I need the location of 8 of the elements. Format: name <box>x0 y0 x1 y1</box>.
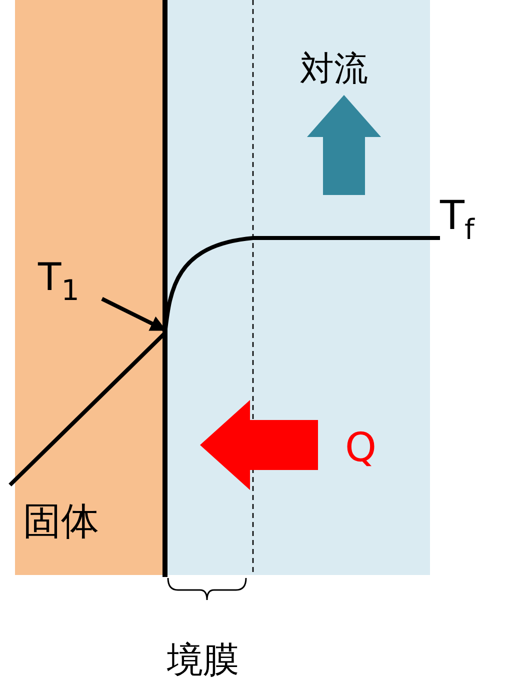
boundary-film-label: 境膜 <box>167 643 239 679</box>
solid-region <box>15 0 165 575</box>
fluid-region <box>165 0 430 575</box>
convection-label: 対流 <box>300 52 368 86</box>
region-label: 固体 <box>23 502 99 540</box>
heat-flow-label: Q <box>345 428 376 468</box>
fluid-temperature-label: T$_{f}$ <box>440 196 474 244</box>
temperature-label: T$_{1}$ <box>38 258 80 306</box>
